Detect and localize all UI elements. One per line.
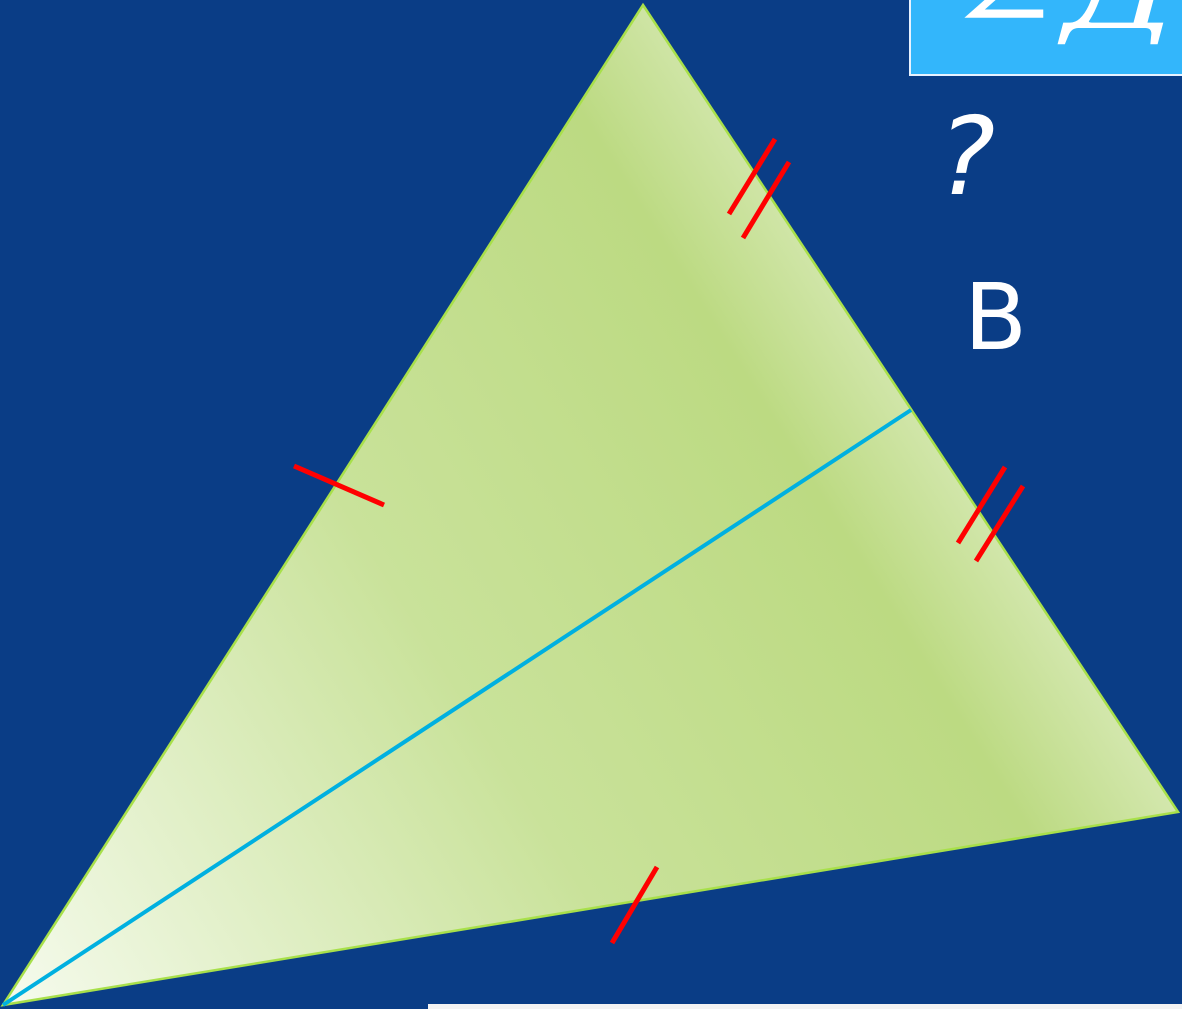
header-box: ∠Д bbox=[909, 0, 1182, 76]
tick-mark-bottom-side bbox=[609, 865, 660, 945]
bottom-edge-bar bbox=[428, 1004, 1182, 1009]
tick-mark-left-side bbox=[293, 463, 385, 508]
tick-mark-right-lower-2 bbox=[973, 484, 1026, 563]
tick-mark-right-upper-2 bbox=[740, 160, 792, 240]
vertex-label-b: B bbox=[964, 264, 1028, 371]
question-mark-label: ? bbox=[938, 95, 996, 220]
header-box-text: ∠Д bbox=[945, 0, 1177, 44]
tick-mark-right-upper-1 bbox=[726, 137, 778, 216]
tick-mark-right-lower-1 bbox=[955, 465, 1008, 545]
cevian-segment bbox=[1, 408, 913, 1007]
